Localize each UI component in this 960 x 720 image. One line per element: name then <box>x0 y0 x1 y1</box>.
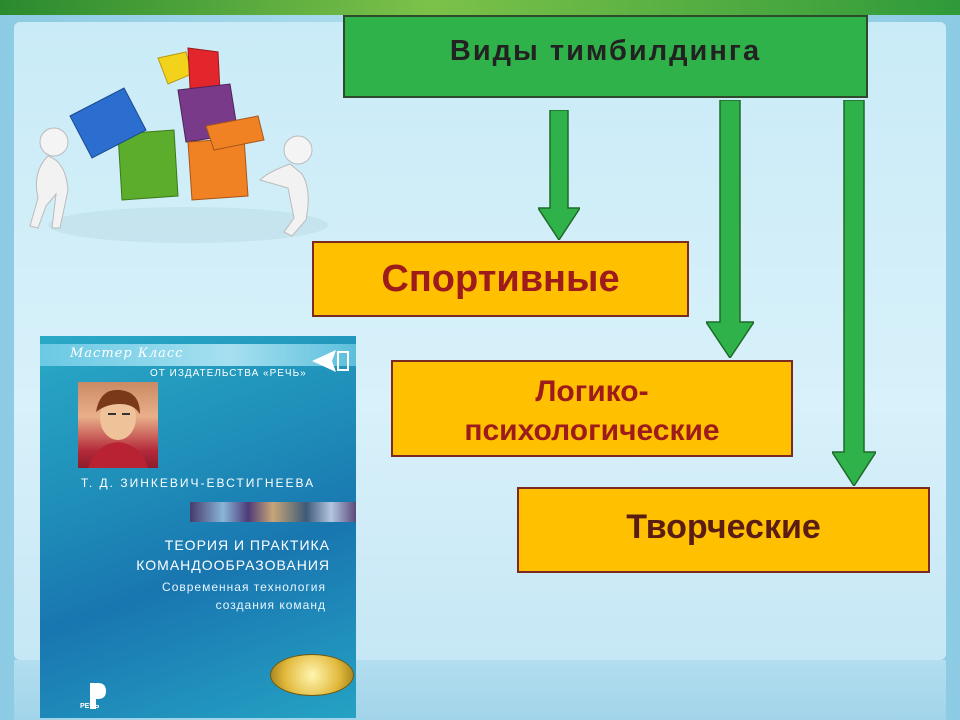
category-creative-label: Творческие <box>626 507 821 546</box>
book-subtitle-line1: Современная технология <box>162 580 326 594</box>
category-logic-box: Логико- психологические <box>391 360 793 457</box>
book-cover-icon: Мастер Класс ОТ ИЗДАТЕЛЬСТВА «РЕЧЬ» Т. Д… <box>40 336 356 718</box>
top-green-stripe <box>0 0 960 15</box>
slide-title: Виды тимбилдинга <box>449 35 762 67</box>
book-image-strip <box>190 502 356 522</box>
publisher-logo-text: РЕЧЬ <box>80 703 100 710</box>
book-title-line2: КОМАНДООБРАЗОВАНИЯ <box>136 557 330 573</box>
down-arrow-icon <box>706 100 754 358</box>
book-seal-icon <box>270 654 354 696</box>
category-sport-label: Спортивные <box>381 257 620 300</box>
book-series: Мастер Класс <box>70 346 184 361</box>
book-title-line1: ТЕОРИЯ И ПРАКТИКА <box>164 537 330 553</box>
category-sport-box: Спортивные <box>312 241 689 317</box>
title-box: Виды тимбилдинга <box>343 15 868 98</box>
publisher-logo-icon <box>90 683 106 709</box>
book-author: Т. Д. ЗИНКЕВИЧ-ЕВСТИГНЕЕВА <box>80 476 316 490</box>
puzzle-teamwork-clipart-icon <box>29 47 328 243</box>
down-arrow-icon <box>538 110 580 240</box>
category-logic-label-line2: психологические <box>464 413 720 447</box>
book-publisher: ОТ ИЗДАТЕЛЬСТВА «РЕЧЬ» <box>150 368 307 379</box>
book-subtitle-line2: создания команд <box>215 598 326 612</box>
category-logic-label-line1: Логико- <box>535 374 649 408</box>
author-photo <box>78 382 158 468</box>
book-series-band <box>40 344 356 366</box>
category-creative-box: Творческие <box>517 487 930 573</box>
down-arrow-icon <box>832 100 876 486</box>
publisher-mark-icon <box>312 350 349 372</box>
